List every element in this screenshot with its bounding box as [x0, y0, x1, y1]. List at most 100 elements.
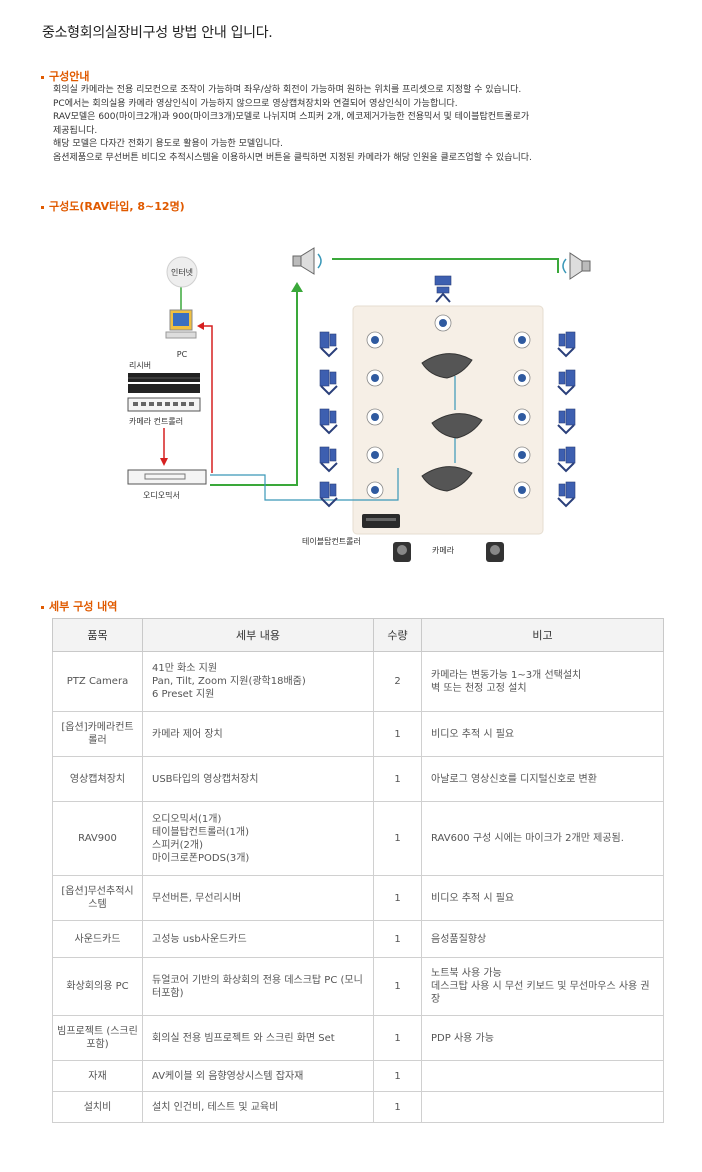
- cell-item: 설치비: [52, 1091, 143, 1123]
- cell-note: 카메라는 변동가능 1~3개 선택설치 벽 또는 천정 고정 설치: [421, 651, 664, 712]
- desc-line: 제공됩니다.: [53, 125, 98, 136]
- pc-label: PC: [177, 350, 188, 359]
- seat-icon: [366, 481, 384, 499]
- cell-qty: 2: [373, 651, 422, 712]
- cell-item: RAV900: [52, 801, 143, 876]
- microphone-pod-icon: [431, 413, 483, 439]
- section-heading-text: 구성도(RAV타입, 8~12명): [49, 200, 185, 213]
- tabletop-controller-label: 테이블탑컨트롤러: [302, 536, 361, 546]
- cell-detail: 41만 화소 지원 Pan, Tilt, Zoom 지원(광학18배줌) 6 P…: [142, 651, 374, 712]
- cell-detail: USB타입의 영상캡처장치: [142, 756, 374, 802]
- mixer-speaker-cable: [210, 288, 298, 486]
- cell-qty: 1: [373, 957, 422, 1016]
- cell-item: [옵션]무선추적시스템: [52, 875, 143, 921]
- seat-icon: [513, 369, 531, 387]
- cell-detail: 듀얼코어 기반의 화상회의 전용 데스크탑 PC (모니터포함): [142, 957, 374, 1016]
- page-title: 중소형회의실장비구성 방법 안내 입니다.: [42, 25, 273, 41]
- cell-item: 자재: [52, 1060, 143, 1092]
- speaker-icon: [562, 252, 591, 280]
- cell-qty: 1: [373, 711, 422, 757]
- chair-icon: [319, 331, 338, 358]
- seat-icon: [366, 446, 384, 464]
- cell-detail: 무선버튼, 무선리시버: [142, 875, 374, 921]
- chair-icon: [557, 331, 576, 358]
- cell-item: 빔프로젝트 (스크린포함): [52, 1015, 143, 1061]
- camera-controller-icon: [127, 397, 201, 412]
- section-heading-diagram: 구성도(RAV타입, 8~12명): [41, 198, 185, 214]
- config-description: 회의실 카메라는 전용 리모컨으로 조작이 가능하며 좌우/상하 회전이 가능하…: [53, 84, 669, 166]
- cell-detail: 카메라 제어 장치: [142, 711, 374, 757]
- seat-icon: [513, 408, 531, 426]
- bullet-icon: [41, 205, 44, 209]
- chair-icon: [557, 369, 576, 396]
- column-header: 세부 내용: [142, 618, 374, 652]
- cell-item: 영상캡쳐장치: [52, 756, 143, 802]
- section-heading-detail: 세부 구성 내역: [41, 598, 117, 614]
- chair-icon: [319, 446, 338, 473]
- desc-line: 해당 모델은 다자간 전화기 용도로 활용이 가능한 모델입니다.: [53, 139, 283, 150]
- section-heading-text: 구성안내: [49, 70, 90, 83]
- cell-note: RAV600 구성 시에는 마이크가 2개만 제공됨.: [421, 801, 664, 876]
- internet-label: 인터넷: [171, 267, 193, 277]
- desc-line: PC에서는 회의실용 카메라 영상인식이 가능하지 않으므로 영상캡쳐장치와 연…: [53, 98, 458, 109]
- cell-note: 음성품질향상: [421, 920, 664, 958]
- pc-icon: [165, 309, 197, 339]
- arrow-down-icon: [160, 458, 168, 466]
- internet-icon: [166, 256, 198, 288]
- seat-icon: [366, 331, 384, 349]
- column-header: 비고: [421, 618, 664, 652]
- cell-qty: 1: [373, 801, 422, 876]
- seat-icon: [434, 314, 452, 332]
- speaker-cable: [332, 258, 559, 273]
- cell-detail: 회의실 전용 빔프로젝트 와 스크린 화면 Set: [142, 1015, 374, 1061]
- microphone-pod-icon: [421, 466, 473, 492]
- desc-line: 옵션제품으로 무선버튼 비디오 추적시스템을 이용하시면 버튼을 클릭하면 지정…: [53, 152, 532, 163]
- cell-note: 비디오 추적 시 필요: [421, 875, 664, 921]
- cell-qty: 1: [373, 756, 422, 802]
- chair-icon: [434, 275, 452, 303]
- cell-detail: 고성능 usb사운드카드: [142, 920, 374, 958]
- cell-detail: 설치 인건비, 테스트 및 교육비: [142, 1091, 374, 1123]
- audio-mixer-label: 오디오믹서: [143, 490, 180, 500]
- tabletop-controller-icon: [362, 514, 400, 528]
- chair-icon: [557, 446, 576, 473]
- chair-icon: [319, 408, 338, 435]
- receiver-label: 리시버: [129, 360, 151, 370]
- cell-note: 아날로그 영상신호를 디지털신호로 변환: [421, 756, 664, 802]
- cell-item: PTZ Camera: [52, 651, 143, 712]
- chair-icon: [557, 408, 576, 435]
- arrow-left-icon: [197, 322, 204, 330]
- seat-icon: [513, 481, 531, 499]
- microphone-pod-icon: [421, 353, 473, 379]
- cell-qty: 1: [373, 1060, 422, 1092]
- cell-note: 비디오 추적 시 필요: [421, 711, 664, 757]
- receiver-icon: [128, 373, 200, 393]
- cell-note: 노트북 사용 가능 데스크탑 사용 시 무선 키보드 및 무선마우스 사용 권장: [421, 957, 664, 1016]
- cell-note: [421, 1091, 664, 1123]
- seat-icon: [513, 446, 531, 464]
- seat-icon: [513, 331, 531, 349]
- cell-item: 사운드카드: [52, 920, 143, 958]
- bullet-icon: [41, 605, 44, 609]
- cell-qty: 1: [373, 875, 422, 921]
- cell-qty: 1: [373, 920, 422, 958]
- cell-item: 화상회의용 PC: [52, 957, 143, 1016]
- seat-icon: [366, 369, 384, 387]
- column-header: 수량: [373, 618, 422, 652]
- desc-line: RAV모델은 600(마이크2개)과 900(마이크3개)모델로 나뉘지며 스피…: [53, 112, 530, 123]
- bullet-icon: [41, 75, 44, 79]
- ptz-camera-icon: [393, 542, 411, 562]
- section-heading-config: 구성안내: [41, 68, 89, 84]
- mixer-pc-cable: [202, 325, 213, 473]
- cell-item: [옵션]카메라컨트롤러: [52, 711, 143, 757]
- camera-controller-label: 카메라 컨트롤러: [129, 416, 183, 426]
